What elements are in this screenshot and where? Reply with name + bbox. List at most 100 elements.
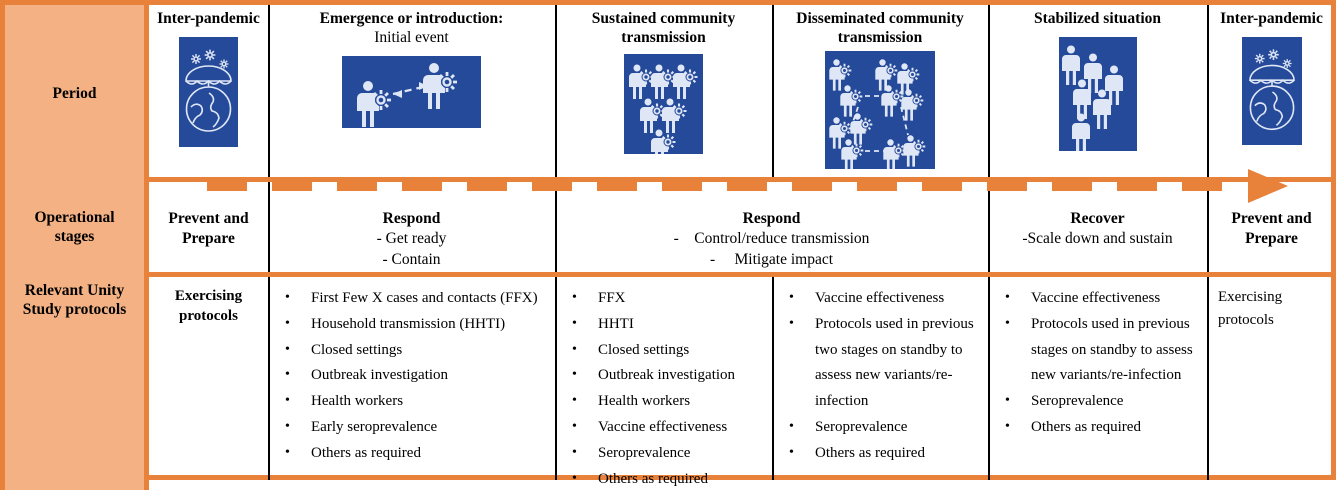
list-item: •Seroprevalence xyxy=(775,415,988,441)
bullet-icon: • xyxy=(572,290,577,305)
arrow-dash xyxy=(792,182,832,191)
period-cell-0: Inter-pandemic xyxy=(149,5,268,177)
col-divider-2-row2 xyxy=(555,182,557,272)
col-divider-3-row1 xyxy=(772,5,774,177)
umbrella-globe-virus-icon xyxy=(179,36,238,147)
period-icon-wrap-0 xyxy=(149,36,268,147)
period-cell-1: Emergence or introduction: Initial event xyxy=(268,5,555,177)
bullet-icon: • xyxy=(572,341,577,357)
list-item: •Seroprevalence xyxy=(558,441,772,467)
row-divider-top xyxy=(5,177,1331,182)
arrow-head xyxy=(1248,169,1288,203)
col-divider-1-row2 xyxy=(268,182,270,272)
period-title-5: Inter-pandemic xyxy=(1220,10,1323,27)
col-divider-5-row3 xyxy=(1207,277,1209,480)
col-divider-5-row2 xyxy=(1207,182,1209,272)
list-item: •Others as required xyxy=(991,415,1207,441)
arrow-dash xyxy=(857,182,897,191)
list-item: •Protocols used in previous stages on st… xyxy=(991,312,1207,389)
bullet-icon: • xyxy=(285,444,290,460)
operational-stage-1: Respond - Get ready - Contain xyxy=(376,210,447,268)
arrow-dash xyxy=(207,182,247,191)
row-header-operational-stages: Operational stages xyxy=(0,177,149,277)
period-cell-3: Disseminated community transmission xyxy=(772,5,988,177)
list-item: •HHTI xyxy=(558,312,772,338)
period-icon-wrap-4 xyxy=(988,36,1207,151)
bullet-icon: • xyxy=(285,367,290,383)
row-divider-middle xyxy=(5,272,1331,277)
arrow-dash xyxy=(467,182,507,191)
operational-stage-4: Prevent and Prepare xyxy=(1231,210,1312,248)
col-divider-4-row2 xyxy=(988,182,990,272)
operational-stage-0: Prevent and Prepare xyxy=(168,210,249,248)
two-people-transmission-icon xyxy=(342,56,481,129)
list-item: •Closed settings xyxy=(558,338,772,364)
bullet-icon: • xyxy=(572,367,577,383)
period-cell-5: Inter-pandemic xyxy=(1207,5,1336,177)
bullet-icon: • xyxy=(1005,290,1010,305)
six-infected-people-icon xyxy=(624,54,703,155)
bullet-icon: • xyxy=(572,444,577,460)
list-item: •Closed settings xyxy=(271,338,555,364)
list-item: •FFX xyxy=(558,286,772,312)
col-divider-4-row1 xyxy=(988,5,990,177)
bullet-icon: • xyxy=(572,315,577,331)
list-item: •Outbreak investigation xyxy=(271,363,555,389)
col-divider-3-row3 xyxy=(772,277,774,480)
col-divider-1-row1 xyxy=(268,5,270,177)
list-item: •First Few X cases and contacts (FFX) xyxy=(271,286,555,312)
bullet-icon: • xyxy=(789,444,794,460)
arrow-dash xyxy=(337,182,377,191)
list-item: •Early seroprevalence xyxy=(271,415,555,441)
col-divider-4-row3 xyxy=(988,277,990,480)
bullet-icon: • xyxy=(789,418,794,434)
six-healthy-people-icon xyxy=(1058,36,1137,151)
period-title-2: Sustained community transmission xyxy=(591,10,736,46)
arrow-dash xyxy=(597,182,637,191)
row-header-period: Period xyxy=(0,0,149,182)
umbrella-globe-virus-icon xyxy=(1241,36,1302,145)
bullet-icon: • xyxy=(1005,418,1010,434)
bullet-icon: • xyxy=(285,315,290,331)
bullet-icon: • xyxy=(285,393,290,409)
row-header-period-label: Period xyxy=(52,84,97,102)
list-item: •Others as required xyxy=(271,441,555,467)
list-item: •Others as required xyxy=(558,467,772,492)
protocol-column-2: •FFX •HHTI •Closed settings •Outbreak in… xyxy=(558,286,772,492)
arrow-dash xyxy=(1117,182,1157,191)
bullet-icon: • xyxy=(1005,393,1010,409)
period-icon-wrap-1 xyxy=(268,56,555,129)
operational-stage-2: Respond - Control/reduce transmission - … xyxy=(673,210,870,268)
arrow-dash xyxy=(402,182,442,191)
col-divider-5-row1 xyxy=(1207,5,1209,177)
bullet-icon: • xyxy=(572,470,577,486)
period-title-3: Disseminated community transmission xyxy=(796,10,964,46)
period-icon-wrap-5 xyxy=(1207,36,1336,145)
arrow-dash xyxy=(272,182,312,191)
period-title-4: Stabilized situation xyxy=(1033,10,1162,27)
list-item: •Seroprevalence xyxy=(991,389,1207,415)
period-icon-wrap-2 xyxy=(555,54,772,155)
bullet-icon: • xyxy=(1005,315,1010,331)
protocol-column-4: •Vaccine effectiveness •Protocols used i… xyxy=(991,286,1207,441)
bullet-icon: • xyxy=(789,315,794,331)
network-infected-people-icon xyxy=(825,51,935,170)
row-header-protocols: Relevant Unity Study protocols xyxy=(0,272,149,490)
bullet-icon: • xyxy=(572,393,577,409)
period-cell-4: Stabilized situation xyxy=(988,5,1207,177)
protocol-column-1: •First Few X cases and contacts (FFX) •H… xyxy=(271,286,555,467)
arrow-dash xyxy=(727,182,767,191)
arrow-dash xyxy=(987,182,1027,191)
arrow-dash xyxy=(532,182,572,191)
arrow-dash xyxy=(1182,182,1222,191)
arrow-dash xyxy=(1052,182,1092,191)
list-item: •Outbreak investigation xyxy=(558,363,772,389)
operational-stage-3: Recover -Scale down and sustain xyxy=(1022,210,1173,248)
list-item: •Protocols used in previous two stages o… xyxy=(775,312,988,415)
period-icon-wrap-3 xyxy=(772,51,988,170)
bullet-icon: • xyxy=(789,290,794,305)
period-title-0: Inter-pandemic xyxy=(157,10,260,27)
protocol-column-3: •Vaccine effectiveness •Protocols used i… xyxy=(775,286,988,467)
row-header-operational-stages-label: Operational stages xyxy=(34,208,115,245)
